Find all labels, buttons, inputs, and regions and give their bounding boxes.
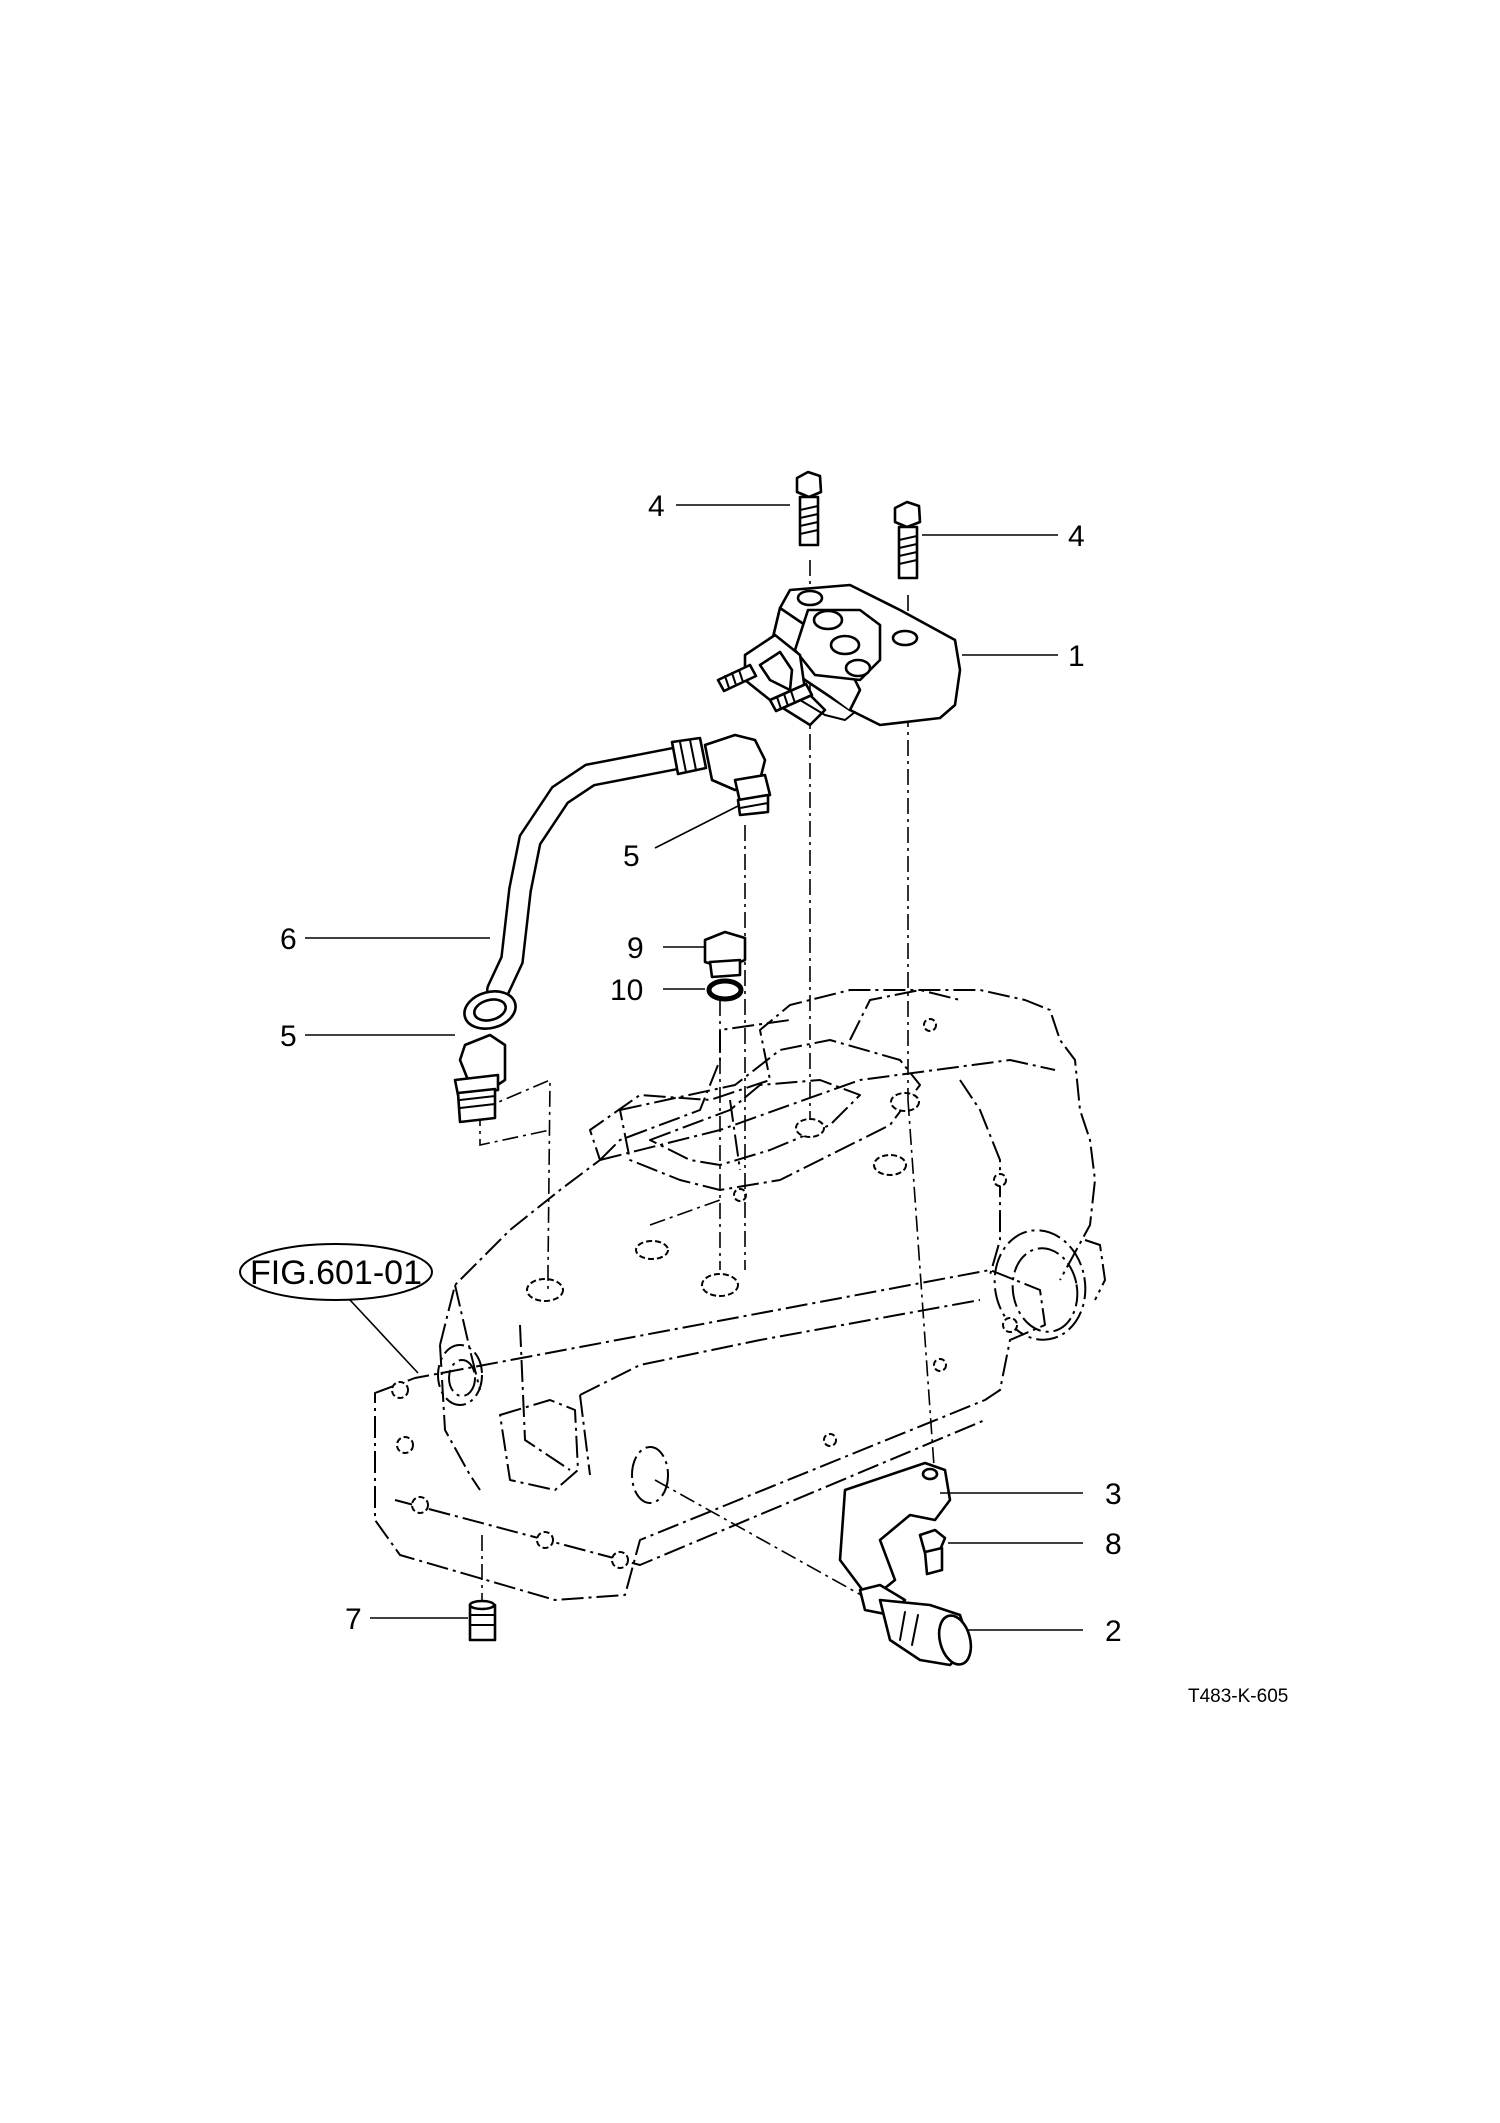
part-7-drain-plug bbox=[468, 1599, 497, 1642]
figure-reference-label: FIG.601-01 bbox=[250, 1254, 422, 1292]
callout-6: 6 bbox=[280, 923, 297, 956]
part-3-bracket bbox=[838, 1461, 952, 1602]
part-5-elbow-fitting-lower bbox=[453, 1033, 507, 1124]
part-5-elbow-fitting-upper bbox=[703, 733, 772, 817]
callout-labels: 4 4 1 5 6 9 10 5 3 8 7 2 bbox=[280, 490, 1122, 1648]
part-9-plug bbox=[703, 930, 747, 979]
part-2-fitting bbox=[858, 1583, 973, 1667]
part-1-valve-block bbox=[716, 583, 962, 727]
callout-1: 1 bbox=[1068, 640, 1085, 673]
callout-8: 8 bbox=[1105, 1528, 1122, 1561]
part-10-o-ring bbox=[706, 978, 744, 1002]
callout-2: 2 bbox=[1105, 1615, 1122, 1648]
leader-lines bbox=[305, 504, 1083, 1631]
assembly-axis-lines bbox=[479, 560, 936, 1601]
callout-4-left: 4 bbox=[648, 490, 665, 523]
callout-9: 9 bbox=[627, 932, 644, 965]
callout-5-upper: 5 bbox=[623, 840, 640, 873]
callout-3: 3 bbox=[1105, 1478, 1122, 1511]
figure-reference-callout: FIG.601-01 bbox=[239, 1243, 433, 1374]
transmission-housing bbox=[374, 989, 1106, 1601]
callout-4-right: 4 bbox=[1068, 520, 1085, 553]
drawing-code: T483-K-605 bbox=[1188, 1686, 1288, 1707]
callout-5-lower: 5 bbox=[280, 1020, 297, 1053]
part-6-pipe bbox=[463, 736, 708, 1030]
part-8-bolt bbox=[918, 1528, 947, 1576]
callout-10: 10 bbox=[610, 974, 643, 1007]
part-4-bolt-left bbox=[795, 470, 823, 547]
part-4-bolt-right bbox=[893, 500, 922, 580]
callout-7: 7 bbox=[345, 1603, 362, 1636]
